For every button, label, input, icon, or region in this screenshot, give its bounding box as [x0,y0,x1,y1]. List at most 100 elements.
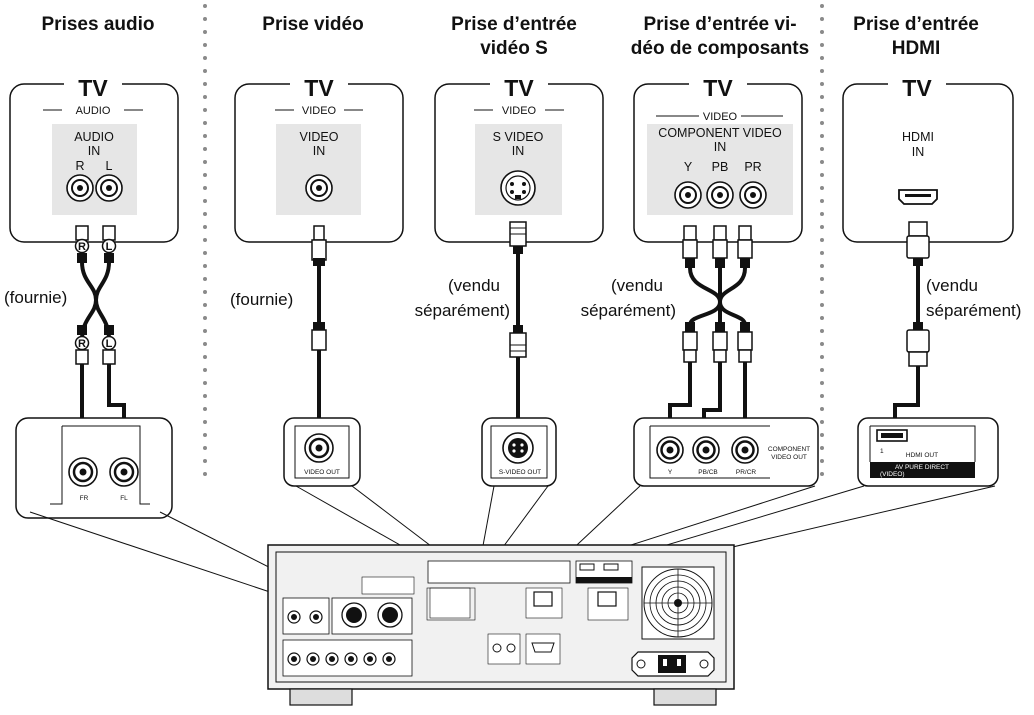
separator-dot [820,186,824,190]
separator-dot [203,329,207,333]
separator-dot [820,225,824,229]
heading-component-2: déo de composants [631,38,809,59]
video-group-label: VIDEO [302,105,337,117]
tv-hdmi-panel: TV HDMI IN [842,75,1014,243]
separator-dot [203,147,207,151]
component-in-title-2: IN [714,140,727,154]
separator-dot [203,212,207,216]
rca-plug-icon: L [101,225,117,263]
separator-dot [203,303,207,307]
hdmi-cable-label-2: séparément) [926,301,1021,320]
rca-jack-icon [674,181,702,209]
out-jack-pb-label: PB/CB [698,469,718,476]
separator-dot [203,433,207,437]
video-in-title-1: VIDEO [300,130,339,144]
rca-jack-icon [692,436,720,464]
separator-dot [820,82,824,86]
rca-jack-icon [66,174,94,202]
rear-jack-icon [306,652,320,666]
rca-jack-icon [706,181,734,209]
svideo-cable-label-1: (vendu [448,276,500,295]
hdmi-out-number: 1 [880,448,884,455]
rear-jack-icon [363,652,377,666]
player-video-output-panel: VIDEO OUT [283,417,361,487]
separator-dot [820,355,824,359]
rca-jack-icon [656,436,684,464]
hdmi-cable-label-1: (vendu [926,276,978,295]
plug-mark-r: R [78,241,86,253]
separator-dot [203,420,207,424]
rca-jack-icon [109,457,139,487]
player-rear-panel [267,544,735,706]
separator-dot [820,381,824,385]
separator-dot [820,277,824,281]
separator-dot [820,121,824,125]
audio-in-title-2: IN [88,144,101,158]
separator-dot [820,199,824,203]
hdmi-in-title-2: IN [912,145,925,159]
separator-dot [820,43,824,47]
svideo-jack-icon [502,432,534,464]
separators [203,4,824,476]
rca-jack-icon [305,174,333,202]
hdmi-in-title-1: HDMI [902,130,934,144]
player-svideo-output-panel: S-VIDEO OUT [481,417,557,487]
audio-in-title-1: AUDIO [74,130,114,144]
separator-dot [820,264,824,268]
svideo-cable [509,221,527,440]
separator-dot [820,251,824,255]
separator-dot [820,108,824,112]
tv-svideo-panel: TV VIDEO S VIDEO IN [434,75,604,243]
heading-audio: Prises audio [42,14,155,35]
video-cable-label: (fournie) [230,290,293,309]
separator-dot [203,56,207,60]
audio-group-label: AUDIO [76,105,111,117]
hdmi-out-band-1: AV PURE DIRECT [895,464,949,471]
player-hdmi-output-panel: 1 HDMI OUT AV PURE DIRECT (VIDEO) [857,417,999,487]
heading-hdmi-1: Prise d’entrée [853,14,979,35]
separator-dot [820,134,824,138]
out-jack-fl-label: FL [120,495,128,502]
separator-dot [820,95,824,99]
player-audio-output-panel: FR FL [15,417,173,519]
svideo-cable-label-2: séparément) [415,301,510,320]
rca-jack-icon [68,457,98,487]
separator-dot [203,342,207,346]
tv-label: TV [902,75,932,101]
separator-dot [820,420,824,424]
out-jack-pr-label: PR/CR [736,469,757,476]
tv-label: TV [78,75,108,101]
audio-jack-l-label: L [106,159,113,173]
separator-dot [820,316,824,320]
separator-dot [203,108,207,112]
separator-dot [820,394,824,398]
component-jack-pr-label: PR [744,160,761,174]
separator-dot [203,173,207,177]
audio-jack-r-label: R [75,159,84,173]
separator-dot [203,446,207,450]
svideo-in-title-1: S VIDEO [493,130,544,144]
heading-hdmi-2: HDMI [892,38,941,59]
separator-dot [820,212,824,216]
separator-dot [203,43,207,47]
separator-dot [820,290,824,294]
separator-dot [820,173,824,177]
separator-dot [203,199,207,203]
video-in-title-2: IN [313,144,326,158]
separator-dot [820,368,824,372]
separator-dot [820,472,824,476]
separator-dot [203,264,207,268]
rca-plug-icon: R [74,325,90,365]
separator-dot [820,407,824,411]
separator-dot [203,407,207,411]
power-inlet-icon [631,651,715,677]
separator-dot [203,381,207,385]
component-cable [668,267,747,440]
separator-dot [820,56,824,60]
hdmi-out-label: HDMI OUT [906,452,938,459]
component-out-title-2: VIDEO OUT [771,454,807,461]
rear-jack-icon [344,652,358,666]
component-cable-label-2: séparément) [581,301,676,320]
separator-dot [203,316,207,320]
tv-label: TV [504,75,534,101]
